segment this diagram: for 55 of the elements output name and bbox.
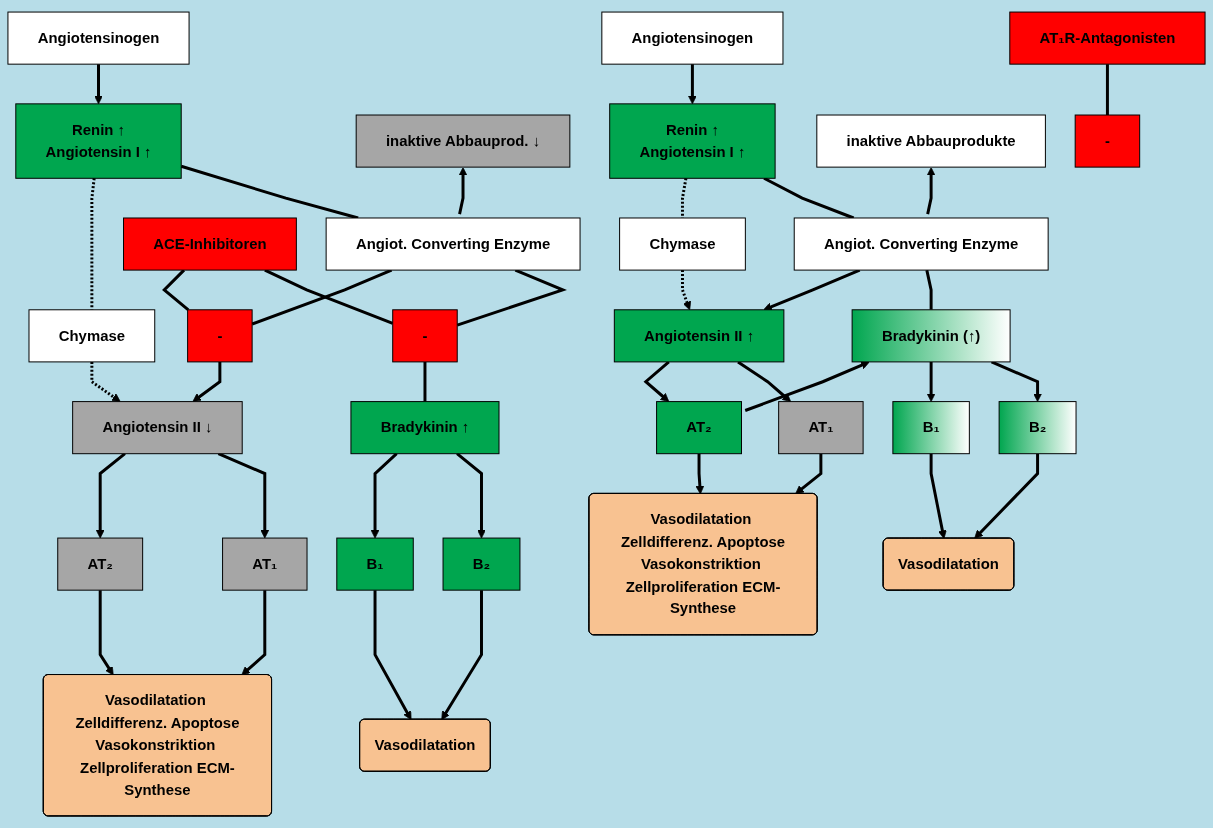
node-box: Renin ↑ Angiotensin I ↑ xyxy=(609,103,776,179)
node-box: Angiot. Converting Enzyme xyxy=(325,217,581,271)
node-box: Bradykinin (↑) xyxy=(851,309,1011,363)
node-box: Angiotensin II ↑ xyxy=(613,309,785,363)
connector xyxy=(90,178,96,310)
arrow xyxy=(990,360,1042,402)
node-box: B₁ xyxy=(336,537,414,591)
arrow xyxy=(95,452,126,539)
arrow xyxy=(926,167,936,215)
node-box: inaktive Abbauprodukte xyxy=(816,114,1046,168)
node-box: B₁ xyxy=(892,401,970,455)
node-box: AT₁ xyxy=(222,537,308,591)
connector xyxy=(681,178,688,218)
node-box: B₂ xyxy=(442,537,521,591)
arrow xyxy=(695,453,705,495)
arrow xyxy=(458,167,468,215)
connector xyxy=(423,361,427,402)
node-box: Chymase xyxy=(28,309,156,363)
node-box: inaktive Abbauprod. ↓ xyxy=(355,114,571,168)
arrow xyxy=(795,453,823,495)
node-box: Angiot. Converting Enzyme xyxy=(793,217,1049,271)
arrow xyxy=(373,590,412,721)
node-box: AT₂ xyxy=(57,537,144,591)
arrow xyxy=(688,64,697,105)
node-box: Angiotensin II ↓ xyxy=(72,401,243,455)
arrow xyxy=(370,452,398,539)
node-box: Angiotensinogen xyxy=(7,11,190,65)
arrow xyxy=(98,590,114,676)
node-box: - xyxy=(392,309,458,363)
arrow xyxy=(974,453,1040,539)
node-box: Renin ↑ Angiotensin I ↑ xyxy=(15,103,182,179)
connector xyxy=(1105,64,1109,115)
node-box: Chymase xyxy=(619,217,746,271)
node-box: Bradykinin ↑ xyxy=(350,401,500,455)
arrow xyxy=(94,64,103,105)
node-box: AT₂ xyxy=(656,401,742,455)
node-box: - xyxy=(1074,114,1141,168)
arrow xyxy=(241,590,267,676)
arrow xyxy=(90,361,121,402)
arrow xyxy=(217,452,270,539)
arrow xyxy=(929,453,947,539)
arrow xyxy=(441,590,483,721)
arrow xyxy=(737,360,792,402)
arrow xyxy=(744,361,870,412)
arrow xyxy=(192,361,222,402)
node-box: ACE-Inhibitoren xyxy=(123,217,297,271)
arrow xyxy=(456,452,486,539)
node-box: - xyxy=(187,309,253,363)
node-box: AT₁R-Antagonisten xyxy=(1009,11,1206,65)
arrow xyxy=(926,361,936,402)
node-box: B₂ xyxy=(998,401,1077,455)
arrow xyxy=(643,360,670,402)
node-box: AT₁ xyxy=(778,401,864,455)
connector xyxy=(925,269,933,310)
node-box: Angiotensinogen xyxy=(601,11,784,65)
